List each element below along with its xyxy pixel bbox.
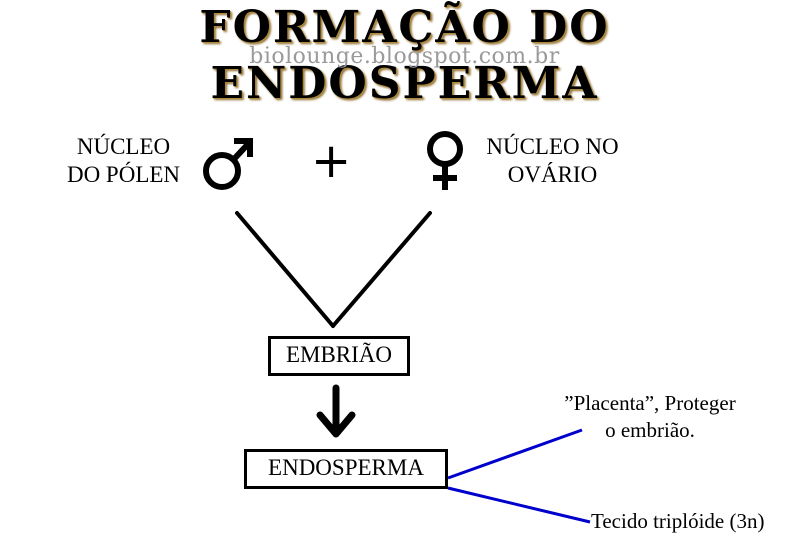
embryo-box: EMBRIÃO (268, 336, 410, 376)
ovary-label-line2: OVÁRIO (507, 162, 598, 187)
endosperm-box: ENDOSPERMA (244, 449, 448, 489)
down-arrow-icon (316, 384, 356, 438)
ovary-nucleus-label: NÚCLEO NO OVÁRIO (470, 133, 635, 189)
pollen-nucleus-label: NÚCLEO DO PÓLEN (56, 133, 191, 189)
placenta-note-line1: ”Placenta”, Proteger (564, 391, 736, 415)
diagram-subtitle: biolounge.blogspot.com.br (249, 44, 560, 69)
endosperm-to-tissue-line (447, 486, 591, 524)
pollen-label-line2: DO PÓLEN (66, 162, 181, 187)
pollen-to-embryo-line (235, 211, 335, 328)
female-symbol-icon (427, 131, 463, 190)
placenta-note: ”Placenta”, Proteger o embrião. (530, 390, 770, 444)
male-symbol-icon (203, 138, 254, 190)
ovary-to-embryo-line (331, 211, 432, 328)
ovary-label-line1: NÚCLEO NO (486, 134, 619, 159)
endosperm-to-placenta-line (447, 428, 583, 480)
plus-sign: + (311, 133, 352, 189)
pollen-label-line1: NÚCLEO (76, 134, 171, 159)
tissue-note: Tecido triplóide (3n) (591, 509, 765, 533)
placenta-note-line2: o embrião. (605, 418, 695, 442)
diagram-title: FORMAÇÃO DO ENDOSPERMA (199, 2, 610, 109)
